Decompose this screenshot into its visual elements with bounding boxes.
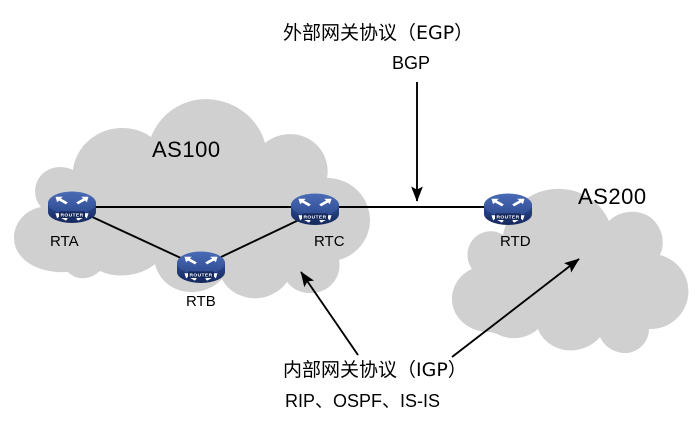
router-label-rtc: RTC — [314, 233, 345, 250]
network-links — [87, 206, 484, 260]
cloud-label-as200: AS200 — [578, 184, 647, 209]
router-rtb[interactable] — [177, 251, 225, 284]
router-label-rtb: RTB — [186, 293, 216, 310]
egp-annotation-title: 外部网关协议（EGP） — [283, 22, 474, 44]
router-rtc[interactable] — [291, 193, 339, 226]
router-label-rtd: RTD — [500, 233, 531, 250]
egp-annotation-protocols: BGP — [392, 53, 431, 73]
router-rtd[interactable] — [484, 193, 532, 226]
igp-annotation-protocols: RIP、OSPF、IS-IS — [285, 391, 441, 411]
igp-annotation-title: 内部网关协议（IGP） — [283, 359, 467, 381]
cloud-label-as100: AS100 — [152, 137, 221, 162]
router-rta[interactable] — [48, 191, 96, 224]
igp-arrow-right — [451, 258, 580, 358]
router-label-rta: RTA — [50, 233, 79, 250]
cloud-as100 — [14, 99, 370, 299]
link-rtb-rtc — [220, 217, 304, 258]
igp-arrow-left — [300, 271, 359, 356]
link-rta-rtb — [87, 214, 184, 260]
